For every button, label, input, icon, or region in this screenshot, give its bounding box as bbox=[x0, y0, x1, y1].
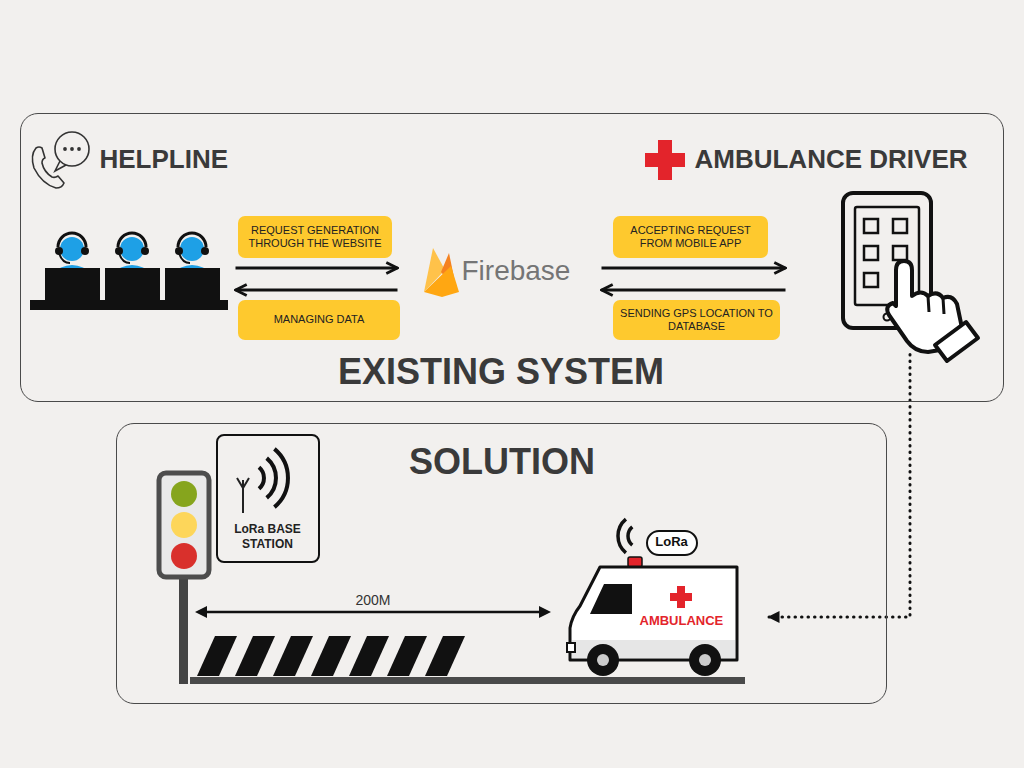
flow-arrow bbox=[602, 289, 786, 292]
flow-arrow bbox=[602, 267, 786, 270]
headset-mic bbox=[59, 253, 70, 263]
speech-dot bbox=[77, 147, 81, 151]
wheel-hub bbox=[597, 654, 609, 666]
dimension-head bbox=[195, 606, 207, 618]
phone-handset bbox=[32, 147, 64, 188]
dimension-head bbox=[539, 606, 551, 618]
headset-band bbox=[118, 233, 146, 247]
flow-arrow bbox=[236, 267, 398, 270]
headset-band bbox=[178, 233, 206, 247]
panel-title: EXISTING SYSTEM bbox=[338, 351, 664, 392]
wheel-hub bbox=[699, 654, 711, 666]
flow-arrow bbox=[236, 289, 398, 292]
wheel bbox=[689, 644, 721, 676]
zebra-stripe bbox=[311, 636, 351, 676]
dimension-label: 200M bbox=[355, 592, 390, 608]
dimension-line bbox=[200, 611, 546, 614]
driver-app: AMBULANCE DRIVER bbox=[786, 185, 995, 355]
edge-label-box: MANAGING DATA bbox=[238, 300, 400, 340]
vehicle-label: AMBULANCE bbox=[640, 614, 724, 629]
app-icon bbox=[864, 219, 878, 233]
zebra-stripe bbox=[197, 636, 237, 676]
speech-dot bbox=[63, 147, 67, 151]
radio-wave bbox=[259, 467, 264, 488]
edge-label-box: ACCEPTING REQUEST FROM MOBILE APP bbox=[613, 216, 768, 258]
hand-knuckle bbox=[928, 296, 929, 312]
headset-cup bbox=[81, 247, 89, 255]
ambulance-window bbox=[590, 584, 632, 614]
edge-label: REQUEST GENERATION THROUGH THE WEBSITE bbox=[243, 224, 387, 250]
operator-head bbox=[180, 237, 204, 261]
firebase-flame bbox=[424, 266, 459, 297]
edge-label: SENDING GPS LOCATION TO DATABASE bbox=[618, 307, 775, 333]
headlight bbox=[567, 643, 575, 652]
zebra-stripe bbox=[349, 636, 389, 676]
radio-wave bbox=[267, 458, 276, 498]
zebra-stripe bbox=[425, 636, 465, 676]
ambulance-cross bbox=[670, 586, 692, 608]
road bbox=[190, 677, 745, 684]
base-station-box: LoRa BASE STATION bbox=[216, 434, 320, 563]
monitor bbox=[105, 268, 160, 302]
operator-head bbox=[120, 237, 144, 261]
radio-wave bbox=[618, 519, 626, 553]
lora-badge: LoRa bbox=[646, 530, 698, 556]
badge-label: LoRa bbox=[655, 535, 688, 550]
app-icon bbox=[864, 273, 878, 287]
station-label: LoRa BASE STATION bbox=[222, 522, 314, 552]
hand-knuckle bbox=[943, 298, 944, 314]
group-heading: AMBULANCE DRIVER bbox=[695, 145, 968, 175]
traffic-pole bbox=[179, 576, 188, 684]
sleeve-cuff bbox=[935, 322, 978, 361]
speech-bubble bbox=[55, 132, 89, 166]
antenna-tip bbox=[237, 478, 249, 488]
app-icon bbox=[893, 219, 907, 233]
edge-label-box: REQUEST GENERATION THROUGH THE WEBSITE bbox=[238, 216, 392, 258]
monitor bbox=[165, 268, 220, 302]
speech-dot bbox=[70, 147, 74, 151]
edge-label: ACCEPTING REQUEST FROM MOBILE APP bbox=[618, 224, 763, 250]
app-icon bbox=[893, 246, 907, 260]
zebra-stripe bbox=[387, 636, 427, 676]
panel-title: SOLUTION bbox=[409, 441, 595, 482]
monitor bbox=[45, 268, 100, 302]
operator-head bbox=[60, 237, 84, 261]
speech-bubble-tail bbox=[55, 161, 66, 171]
red-cross-icon bbox=[645, 140, 685, 180]
yellow-light bbox=[171, 512, 197, 538]
headset-band bbox=[58, 233, 86, 247]
green-light bbox=[171, 481, 197, 507]
zebra-stripe bbox=[235, 636, 275, 676]
headset-cup bbox=[201, 247, 209, 255]
radio-wave bbox=[628, 527, 632, 545]
headset-mic bbox=[119, 253, 130, 263]
edge-label: MANAGING DATA bbox=[274, 313, 365, 326]
flow-arrow bbox=[768, 355, 911, 618]
traffic-light-housing bbox=[159, 473, 209, 577]
headset-mic bbox=[179, 253, 190, 263]
firebase-service: Firebase bbox=[398, 240, 602, 300]
desk bbox=[30, 300, 228, 310]
system-panel: EXISTING SYSTEM HELPLINE Firebase AMBULANCE… bbox=[20, 113, 1004, 402]
radio-wave bbox=[274, 449, 288, 507]
service-name: Firebase bbox=[462, 255, 571, 287]
headset-cup bbox=[141, 247, 149, 255]
edge-label-box: SENDING GPS LOCATION TO DATABASE bbox=[613, 300, 780, 340]
helpline-group: HELPLINE bbox=[28, 128, 236, 312]
red-light bbox=[171, 543, 197, 569]
group-heading: HELPLINE bbox=[100, 145, 229, 175]
solution-panel: SOLUTION LoRa BASE STATION AMBULANCE LoRa bbox=[116, 423, 887, 704]
zebra-stripe bbox=[273, 636, 313, 676]
ambulance-vehicle: AMBULANCE LoRa bbox=[565, 520, 768, 676]
wheel bbox=[587, 644, 619, 676]
app-icon bbox=[864, 246, 878, 260]
